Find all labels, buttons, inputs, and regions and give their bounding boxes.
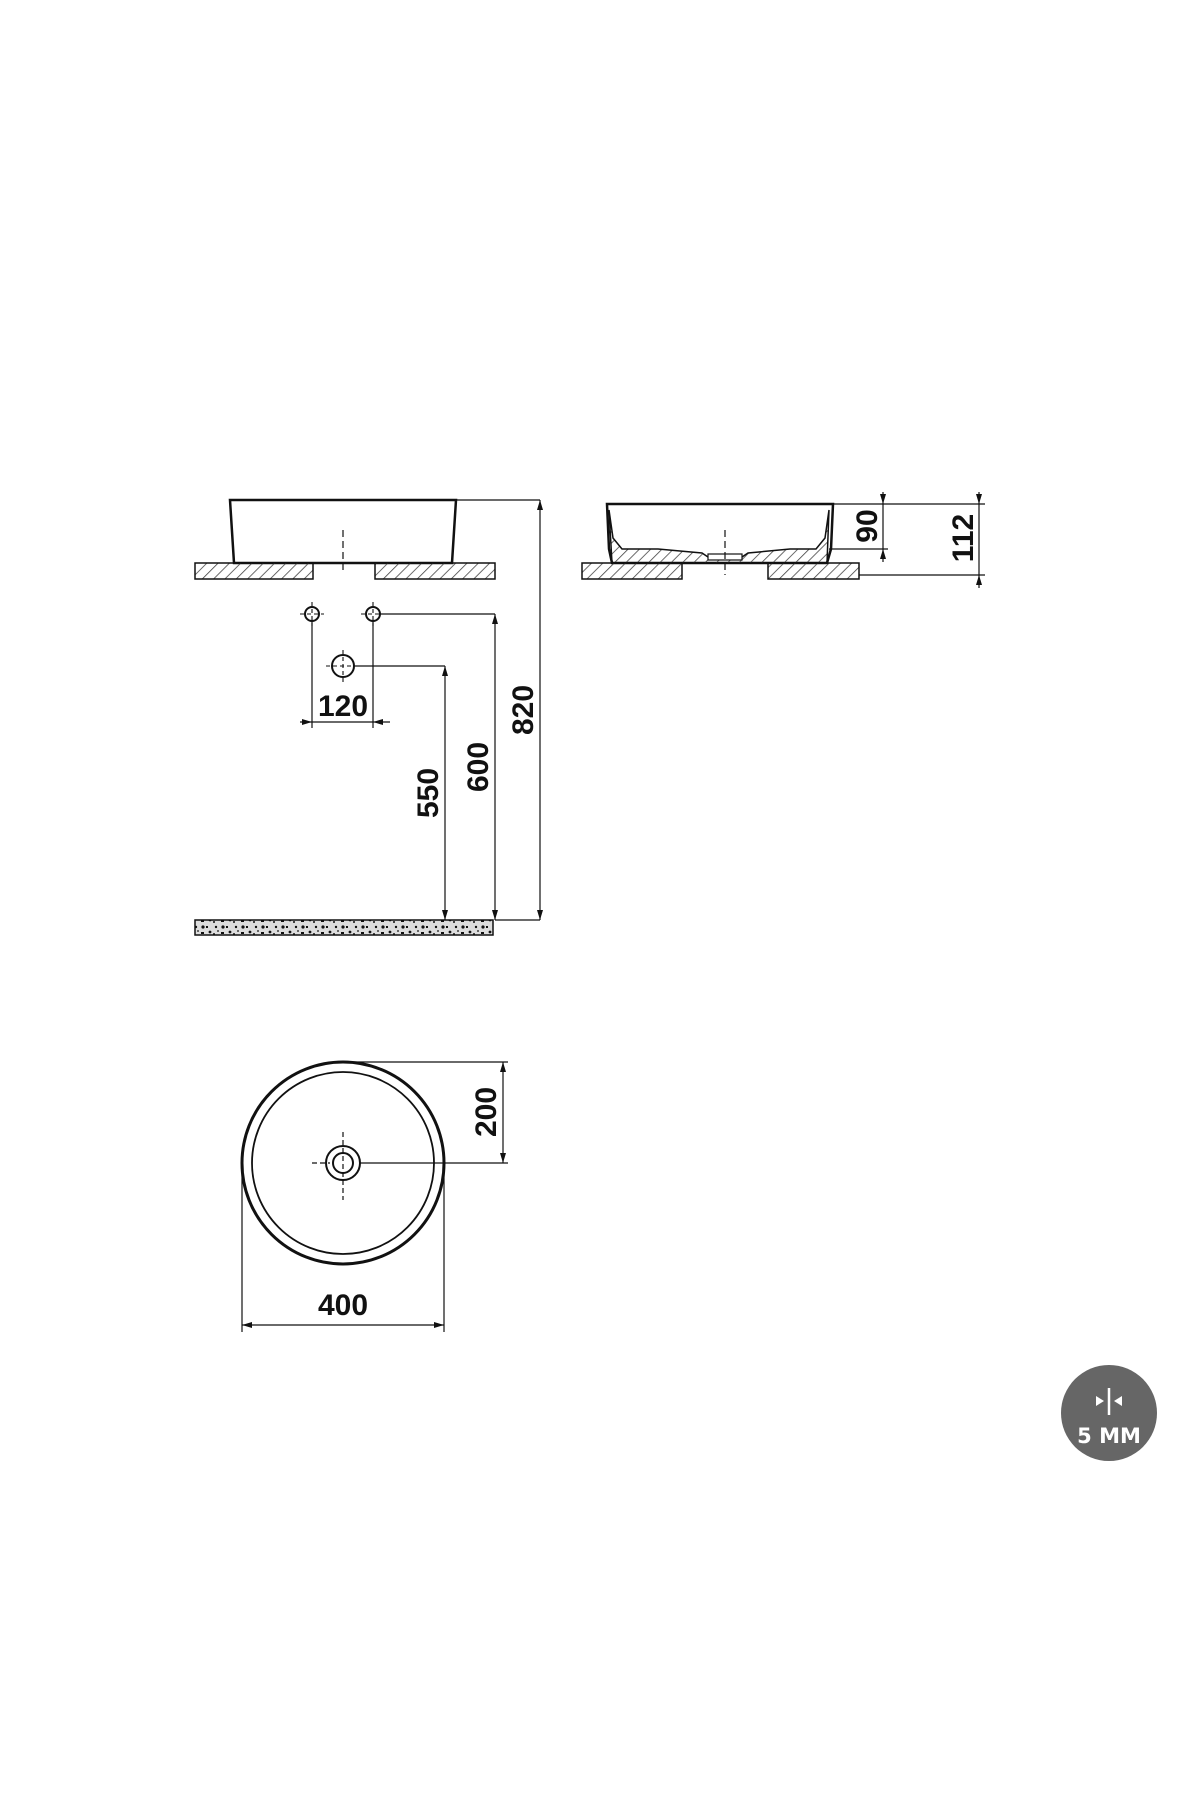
dim-tap-spacing: 120	[318, 690, 368, 723]
dim-bowl-depth: 90	[851, 509, 884, 542]
dim-waste-offset: 200	[470, 1087, 503, 1137]
plan-waste-outlet	[312, 1132, 361, 1200]
dim-rim-height: 820	[507, 685, 540, 735]
dim-tap-height: 600	[462, 742, 495, 792]
dim-bowl-height: 112	[947, 514, 980, 562]
basin-section-wall	[608, 509, 830, 564]
front-elevation-view: 120 550 600 820	[194, 498, 543, 936]
section-countertop-right	[767, 562, 860, 580]
dim-bowl-diameter: 400	[318, 1289, 368, 1322]
dim-waste-height: 550	[412, 768, 445, 818]
section-countertop-left	[581, 562, 683, 580]
floor-section	[194, 919, 494, 936]
thickness-badge: 5 MM	[1061, 1365, 1157, 1461]
side-section-view: 90 112	[581, 492, 985, 588]
plan-view: 200 400	[240, 1060, 508, 1332]
thickness-badge-label: 5 MM	[1077, 1424, 1141, 1448]
thickness-arrows-icon	[1096, 1388, 1122, 1415]
countertop-right	[374, 562, 496, 580]
countertop-left	[194, 562, 314, 580]
